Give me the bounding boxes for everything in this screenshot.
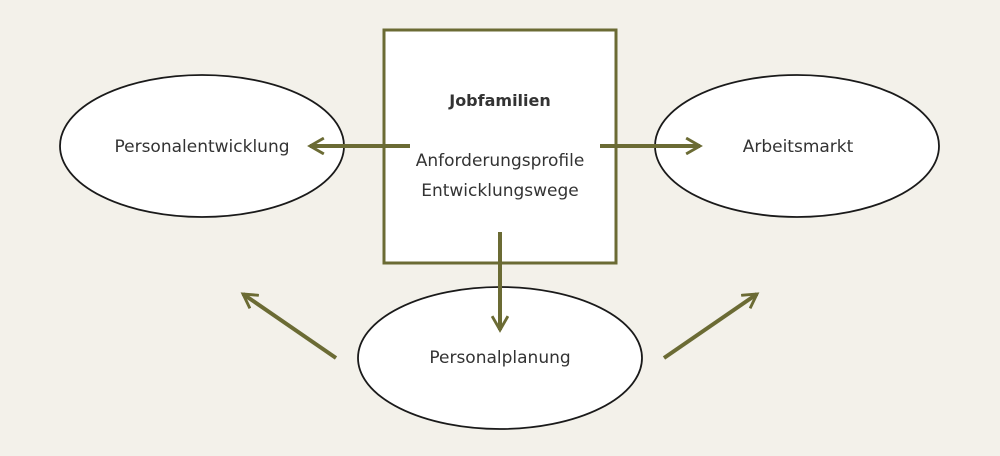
personalplanung-label: Personalplanung xyxy=(429,348,571,368)
arrow-planung-to-arbeitsmarkt xyxy=(662,292,757,360)
arrow-planung-to-entwicklung xyxy=(243,292,338,360)
entwicklungswege-label: Entwicklungswege xyxy=(421,181,579,201)
personalentwicklung-label: Personalentwicklung xyxy=(114,137,290,157)
jobfamilien-title: Jobfamilien xyxy=(449,91,551,110)
arbeitsmarkt-label: Arbeitsmarkt xyxy=(742,137,854,157)
jobfamilien-box xyxy=(382,28,618,265)
anforderungsprofile-label: Anforderungsprofile xyxy=(415,151,585,171)
